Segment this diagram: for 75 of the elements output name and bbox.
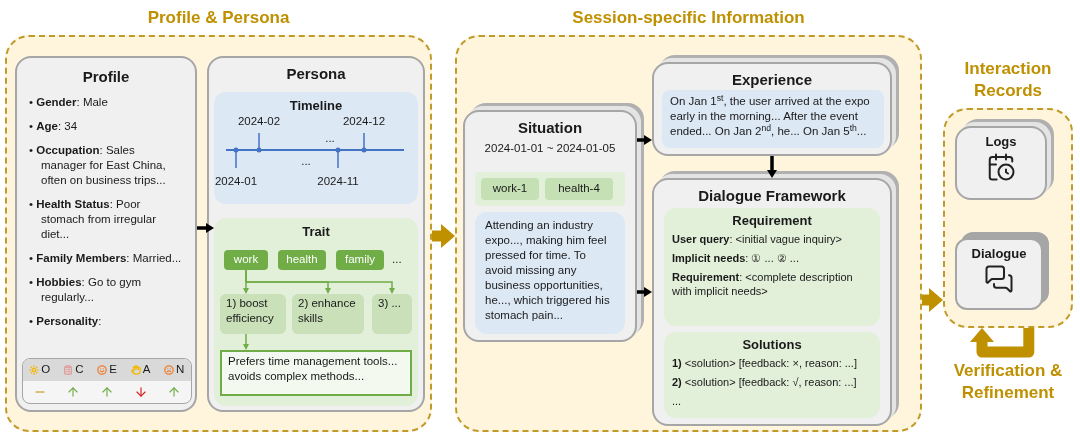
card-title: Dialogue Framework xyxy=(697,186,847,206)
arrow xyxy=(432,224,455,248)
trait-description xyxy=(220,350,412,396)
list-line: ... xyxy=(672,394,683,408)
profile-item: • Hobbies: Go to gym regularly... xyxy=(29,274,143,305)
tag-label: work-1 xyxy=(491,181,529,197)
list-line: Requirement: <complete description with implicit needs> xyxy=(672,270,854,298)
card-title: Persona xyxy=(285,64,347,84)
timeline-date: ... xyxy=(301,154,311,170)
group-caption: Verification & Refinement xyxy=(952,360,1064,404)
card-title: Dialogue xyxy=(971,245,1027,263)
timeline-date: 2024-02 xyxy=(237,114,281,130)
group-title: Session-specific Information xyxy=(571,7,806,29)
table-header: A xyxy=(142,362,151,378)
profile-item: • Health Status: Poor stomach from irregular diet... xyxy=(29,196,158,242)
panel-title: Requirement xyxy=(731,212,813,230)
arrow xyxy=(245,269,395,294)
timeline-date: 2024-01 xyxy=(214,174,258,190)
trait-tag xyxy=(336,250,384,270)
arrow xyxy=(197,223,214,233)
tag-label: health-4 xyxy=(557,181,601,197)
panel-title: Timeline xyxy=(288,97,344,115)
timeline-date: 2024-12 xyxy=(342,114,386,130)
card-title: Logs xyxy=(985,133,1017,151)
arrow xyxy=(243,333,249,350)
trait-tag xyxy=(224,250,268,270)
list-line: 2) <solution> [feedback: √, reason: ...] xyxy=(672,375,858,389)
table-header: C xyxy=(75,362,84,378)
panel-title: Solutions xyxy=(741,336,803,354)
description-text: 3) ... xyxy=(378,296,402,311)
timeline-date: ... xyxy=(325,131,335,147)
description-text: 1) boost efficiency xyxy=(226,296,275,326)
trait-subitem xyxy=(292,294,364,334)
arrow xyxy=(637,287,652,297)
group-title: Interaction Records xyxy=(963,58,1053,102)
tag-label: health xyxy=(285,252,319,268)
tag-label: work xyxy=(232,252,260,268)
arrow xyxy=(922,288,943,312)
card-title: Experience xyxy=(730,70,813,90)
card-title: Profile xyxy=(81,67,131,87)
description-text: 2) enhance skills xyxy=(298,296,357,326)
personality-table xyxy=(22,358,192,404)
panel-title: Trait xyxy=(301,223,331,241)
profile-item: • Personality: xyxy=(29,313,103,329)
tag-label: family xyxy=(344,252,376,268)
profile-item: • Family Members: Married... xyxy=(29,250,183,266)
persona-card xyxy=(207,56,425,412)
profile-item: • Gender: Male xyxy=(29,94,109,110)
trait-panel xyxy=(214,218,418,406)
ellipsis-text: ... xyxy=(392,252,402,267)
arrow xyxy=(637,135,652,145)
situation-tag xyxy=(545,178,613,200)
timeline-date: 2024-11 xyxy=(317,174,359,190)
trait-subitem xyxy=(220,294,286,334)
loop-arrow xyxy=(970,328,1035,358)
list-line: Implicit needs: ① ... ② ... xyxy=(672,251,800,265)
table-header: N xyxy=(176,362,185,378)
date-range: 2024-01-01 ~ 2024-01-05 xyxy=(483,141,617,156)
arrow xyxy=(767,156,777,178)
profile-item: • Occupation: Sales manager for East China, often on business trips... xyxy=(29,142,167,188)
situation-tag xyxy=(481,178,539,200)
list-line: 1) <solution> [feedback: ×, reason: ...] xyxy=(672,356,858,370)
profile-card xyxy=(15,56,197,412)
card-title: Situation xyxy=(516,118,584,138)
timeline-panel xyxy=(214,92,418,204)
group-title: Profile & Persona xyxy=(146,7,291,29)
list-line: User query: <initial vague inquiry> xyxy=(672,232,843,246)
profile-item: • Age: 34 xyxy=(29,118,79,134)
trait-subitem xyxy=(372,294,412,334)
description-text: Attending an industry expo..., making him feel pressed for time. To avoid missing any business opportunities, he..., which triggered his stomach pain... xyxy=(485,218,611,323)
table-header: O xyxy=(41,362,51,378)
table-header: E xyxy=(109,362,117,378)
description-text: On Jan 1$^{st}$, the user arrived at the expo early in the morning... After the event ended... On Jan 2$^{nd}$, he... On Jan 5$^{th}$... xyxy=(670,94,871,139)
trait-tag xyxy=(278,250,326,270)
description-text: Prefers time management tools... avoids complex methods... xyxy=(228,354,399,384)
